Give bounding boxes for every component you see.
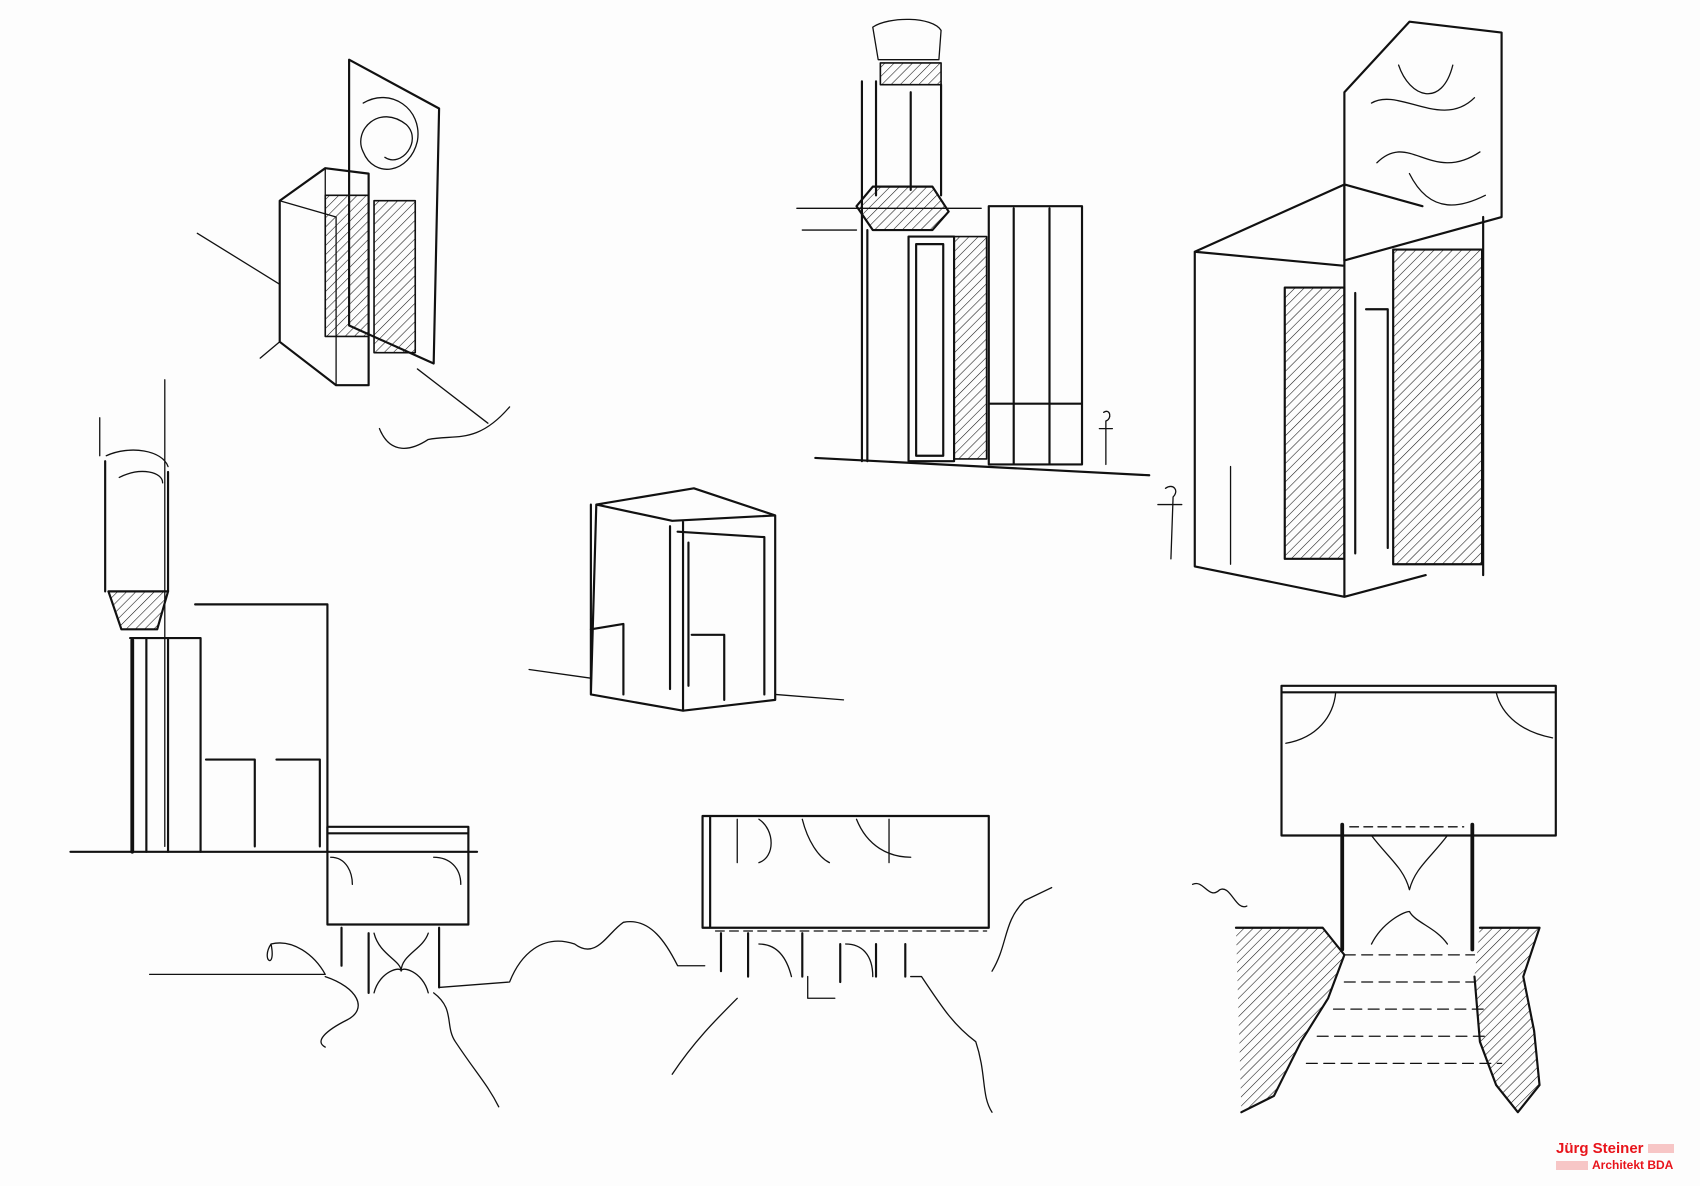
elevation-tower-left xyxy=(69,379,479,854)
logo-name: Jürg Steiner xyxy=(1556,1140,1644,1157)
plan-right xyxy=(1191,684,1557,1114)
perspective-box xyxy=(528,487,845,712)
plan-left xyxy=(148,825,706,1108)
elevation-tower-center xyxy=(796,18,1151,477)
perspective-portal-large xyxy=(1157,20,1503,598)
architect-logo: Jürg Steiner Architekt BDA xyxy=(1556,1140,1674,1172)
logo-accent-block xyxy=(1556,1160,1588,1170)
plan-center xyxy=(671,814,1053,1113)
perspective-portal-small xyxy=(196,58,511,449)
logo-subtitle: Architekt BDA xyxy=(1592,1158,1674,1172)
logo-accent-block xyxy=(1647,1144,1674,1153)
